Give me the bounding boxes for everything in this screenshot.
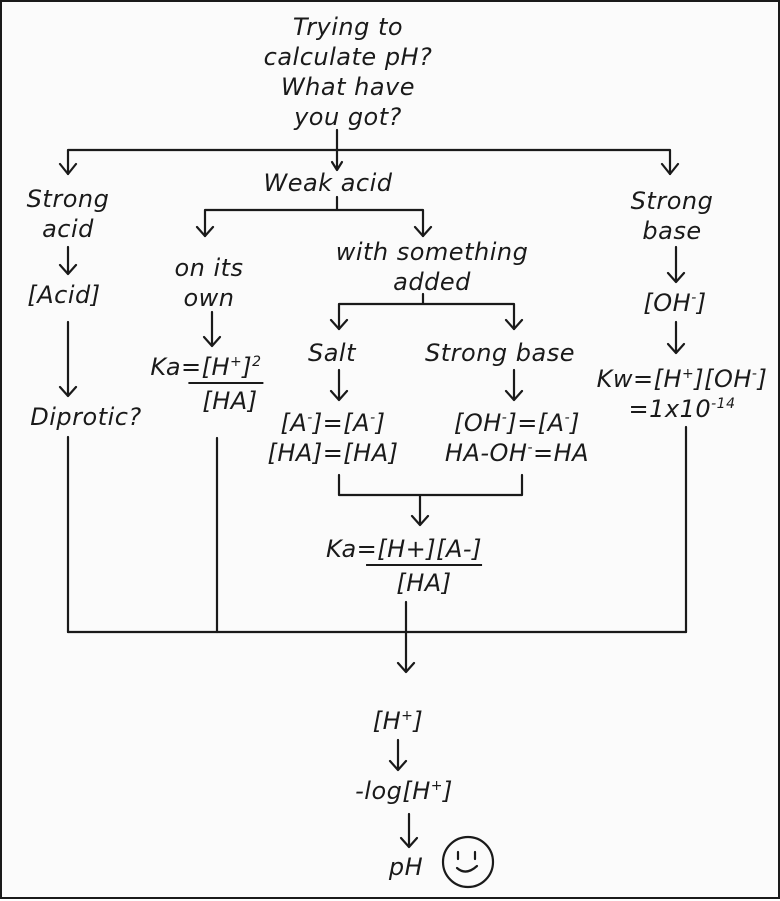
arrow-strong-acid [58, 245, 78, 276]
arrowheads-weak [195, 225, 433, 238]
oh-concentration: [OH-] [643, 289, 707, 317]
top-branch-bar [66, 148, 672, 176]
arrow-strong-base-added [504, 368, 524, 402]
salt-equations: [A-]=[A-] [HA]=[HA] [267, 409, 399, 467]
with-something-added-label: with something added [335, 238, 529, 296]
negative-log-h: -log[H+] [355, 777, 453, 805]
acid-concentration: [Acid] [27, 281, 101, 309]
arrow-h-to-log [388, 738, 408, 772]
arrow-own-to-ka [202, 310, 222, 348]
start-question: Trying to calculate pH? What have you go… [263, 13, 433, 131]
ph-result: pH [388, 853, 424, 881]
diprotic-question: Diprotic? [30, 403, 142, 431]
arrow-base-to-oh [666, 245, 686, 284]
arrow-to-h [396, 630, 416, 674]
ka-buffer-expression: Ka=[H+][A-] [HA] [326, 535, 482, 597]
weak-acid-branch [203, 195, 425, 238]
h-concentration: [H+] [372, 707, 424, 735]
arrow-salt [329, 368, 349, 402]
added-branch [337, 292, 516, 331]
on-its-own-label: on its own [174, 254, 244, 312]
strong-base-equations: [OH-]=[A-] HA-OH-=HA [444, 409, 590, 467]
arrow-log-to-ph [399, 812, 419, 849]
arrow-acid-to-diprotic [58, 320, 78, 398]
kw-expression: Kw=[H+][OH-] =1x10-14 [596, 365, 768, 423]
weak-acid-label: Weak acid [263, 169, 393, 197]
salt-label: Salt [307, 339, 357, 367]
smiley-face-icon [441, 835, 495, 889]
strong-base-added-label: Strong base [425, 339, 575, 367]
strong-base-label: Strong base [630, 187, 714, 245]
merge-to-ka [337, 473, 524, 527]
strong-acid-label: Strong acid [26, 185, 110, 243]
arrowheads-added [329, 318, 524, 331]
ka-own-expression: Ka=[H+]2 [HA] [148, 352, 264, 416]
arrow-oh-to-kw [666, 320, 686, 355]
arrowheads-top [58, 162, 680, 176]
